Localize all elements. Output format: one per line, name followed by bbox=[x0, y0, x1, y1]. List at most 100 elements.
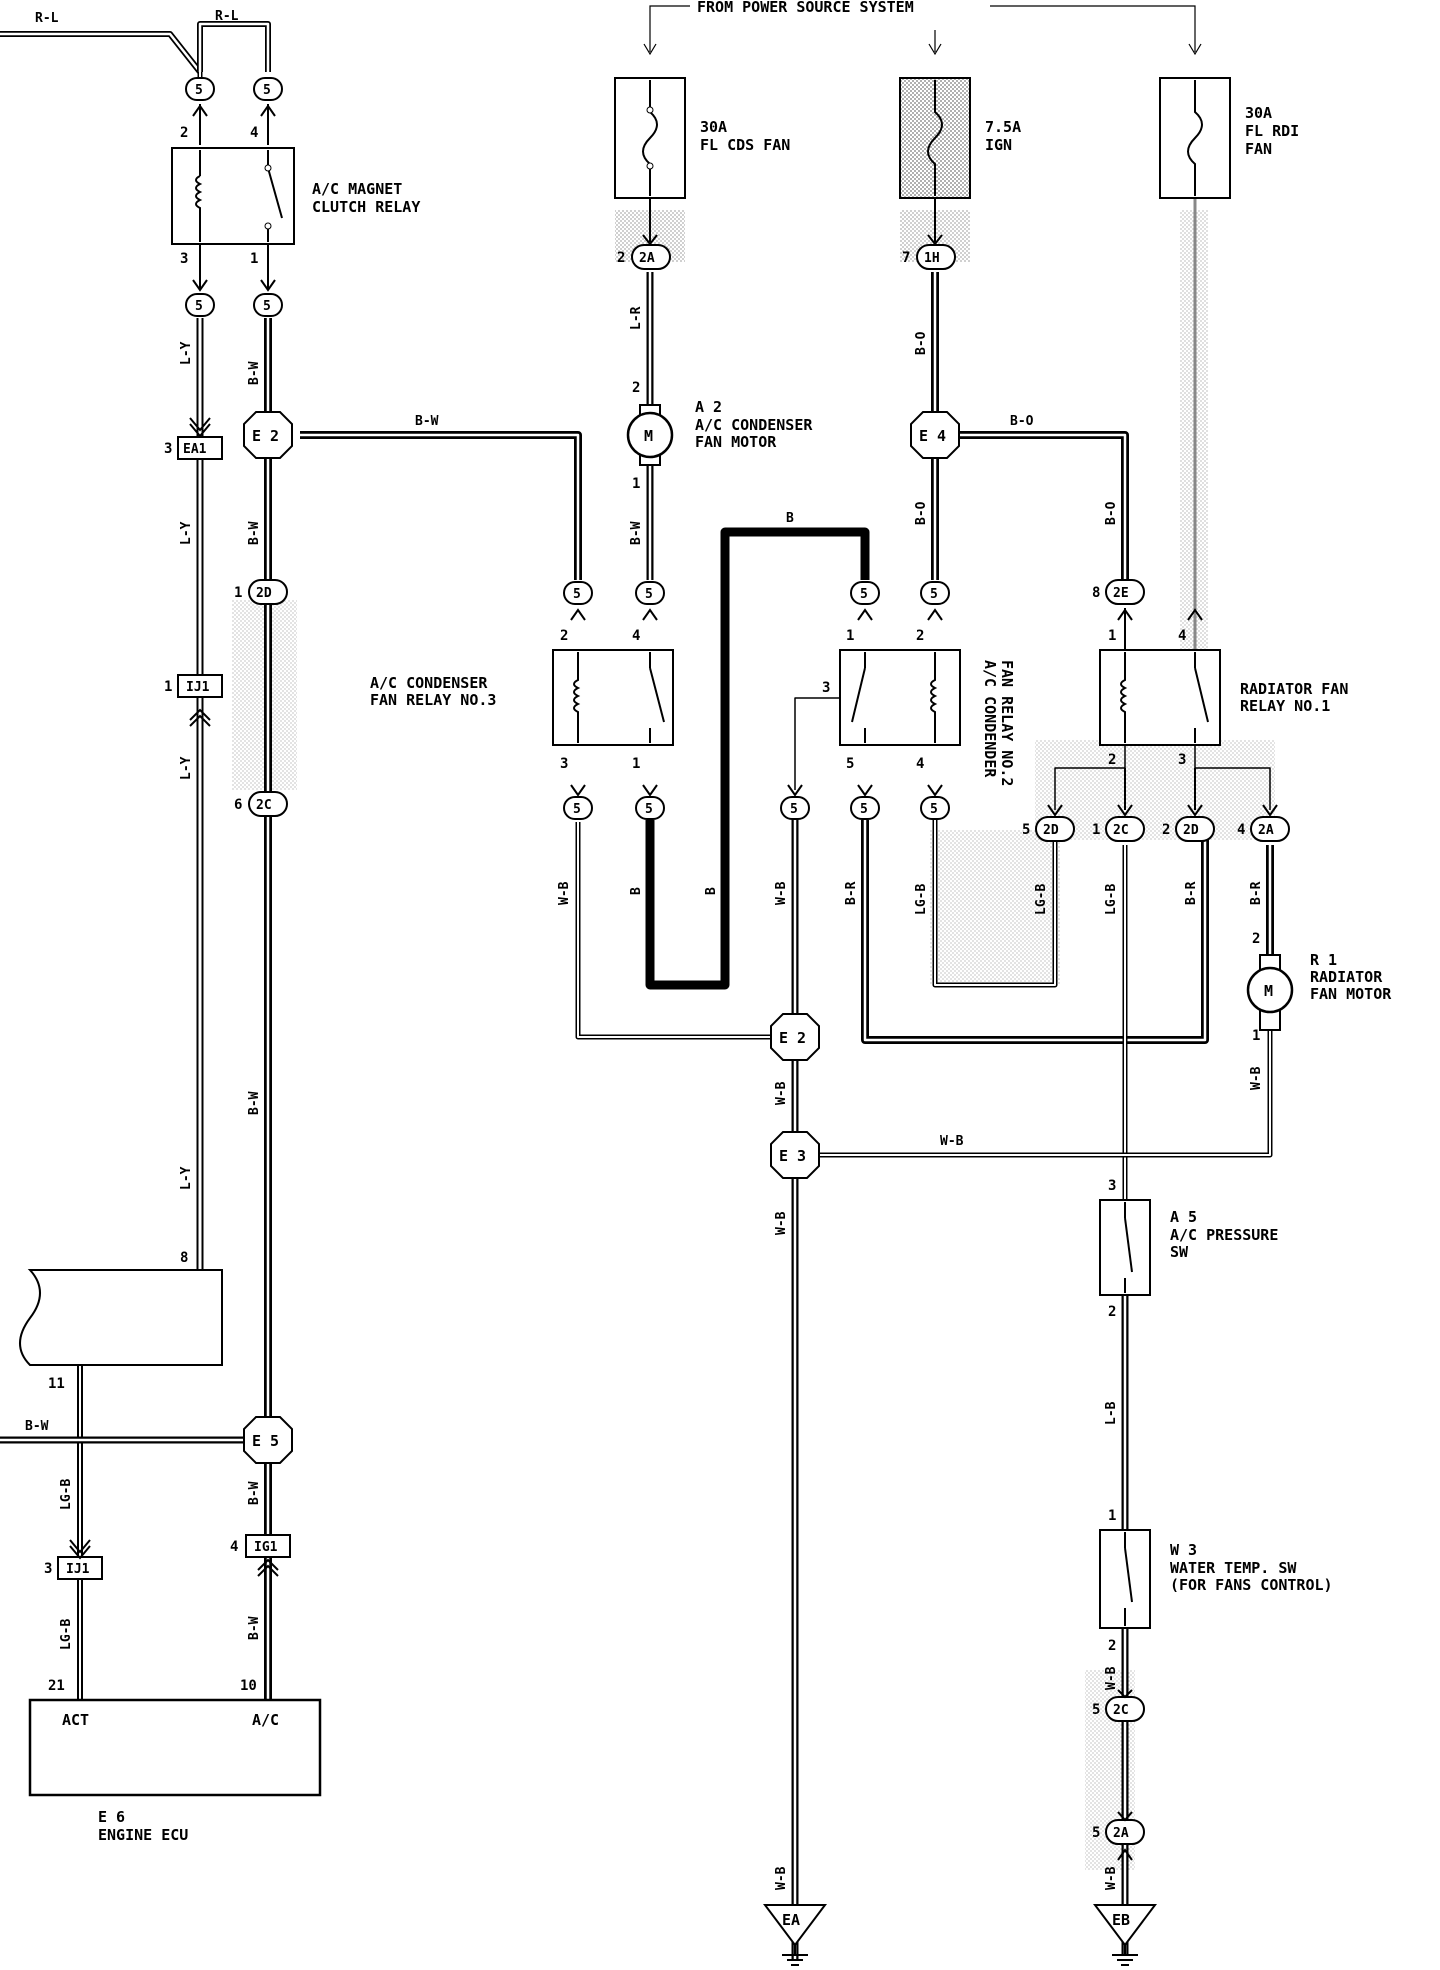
svg-text:B-W: B-W bbox=[25, 1419, 49, 1434]
svg-text:2E: 2E bbox=[1113, 586, 1129, 601]
connector-ij1: IJ1 bbox=[177, 674, 223, 698]
ecu-act: ACT bbox=[62, 1711, 89, 1729]
svg-text:E 5: E 5 bbox=[252, 1432, 279, 1450]
svg-text:W-B: W-B bbox=[774, 1081, 789, 1105]
connector-5: 5 bbox=[253, 77, 283, 101]
svg-text:B-R: B-R bbox=[844, 881, 859, 905]
junctions: E 2 E 4 E 5 E 2 E 3 bbox=[243, 411, 960, 1464]
svg-text:3: 3 bbox=[44, 1561, 52, 1577]
junction-e2-top: E 2 bbox=[243, 411, 293, 459]
svg-text:2: 2 bbox=[632, 380, 640, 396]
connector-2a: 2A bbox=[631, 244, 671, 270]
connector-5: 5 bbox=[850, 796, 880, 820]
svg-text:W-B: W-B bbox=[1249, 1066, 1264, 1090]
svg-text:1: 1 bbox=[1252, 1028, 1260, 1044]
connector-5: 5 bbox=[185, 77, 215, 101]
connector-2c: 2C bbox=[1105, 1696, 1145, 1722]
svg-text:E 3: E 3 bbox=[779, 1147, 806, 1165]
connectors: 5 5 5 5 5 5 5 5 5 5 5 5 5 2A 1H 2D 2C 2E… bbox=[57, 77, 1290, 1845]
connector-2e: 2E bbox=[1105, 579, 1145, 605]
svg-text:3: 3 bbox=[560, 756, 568, 772]
fuse-ign-name: IGN bbox=[985, 136, 1012, 154]
svg-text:W-B: W-B bbox=[1104, 1866, 1119, 1890]
svg-text:3: 3 bbox=[822, 680, 830, 696]
cond-motor-line2: FAN MOTOR bbox=[695, 433, 777, 451]
svg-text:2D: 2D bbox=[1043, 823, 1059, 838]
svg-text:B-O: B-O bbox=[1104, 501, 1119, 525]
connector-5: 5 bbox=[563, 581, 593, 605]
svg-text:3: 3 bbox=[1178, 752, 1186, 768]
svg-text:B-R: B-R bbox=[1184, 881, 1199, 905]
wire-labels: R-L R-L L-Y L-Y L-Y L-Y B-W B-W B-W B-W … bbox=[25, 9, 1264, 1890]
svg-text:EA: EA bbox=[782, 1911, 800, 1929]
svg-text:7: 7 bbox=[902, 250, 910, 266]
ecu-ac: A/C bbox=[252, 1711, 279, 1729]
svg-text:1: 1 bbox=[1108, 628, 1116, 644]
mag-relay-line2: CLUTCH RELAY bbox=[312, 198, 420, 216]
pin-numbers: 2 4 3 1 3 1 1 6 2 2 1 7 2 4 3 1 1 2 3 5 … bbox=[44, 125, 1260, 1841]
svg-text:5: 5 bbox=[573, 587, 581, 602]
pressure-sw-code: A 5 bbox=[1170, 1208, 1197, 1226]
fuse-cds-name: FL CDS FAN bbox=[700, 136, 790, 154]
svg-text:2: 2 bbox=[916, 628, 924, 644]
svg-text:5: 5 bbox=[846, 756, 854, 772]
svg-text:L-R: L-R bbox=[629, 306, 644, 330]
svg-text:3: 3 bbox=[164, 441, 172, 457]
wires bbox=[0, 21, 1274, 1960]
connector-5: 5 bbox=[635, 581, 665, 605]
svg-text:IJ1: IJ1 bbox=[66, 1562, 90, 1577]
svg-text:2: 2 bbox=[1252, 931, 1260, 947]
svg-text:5: 5 bbox=[1022, 822, 1030, 838]
ecu-code: E 6 bbox=[98, 1808, 125, 1826]
svg-text:5: 5 bbox=[930, 802, 938, 817]
fuse-cds-rating: 30A bbox=[700, 118, 727, 136]
cond-motor-code: A 2 bbox=[695, 398, 722, 416]
svg-text:8: 8 bbox=[1092, 585, 1100, 601]
svg-text:2: 2 bbox=[1108, 1304, 1116, 1320]
svg-text:L-Y: L-Y bbox=[179, 756, 194, 780]
water-sw-code: W 3 bbox=[1170, 1541, 1197, 1559]
svg-text:B-W: B-W bbox=[247, 1091, 262, 1115]
connector-2d: 2D bbox=[1035, 816, 1075, 842]
svg-text:W-B: W-B bbox=[557, 881, 572, 905]
svg-text:21: 21 bbox=[48, 1678, 65, 1694]
connector-2d: 2D bbox=[1175, 816, 1215, 842]
svg-text:B: B bbox=[704, 887, 719, 895]
junction-e5: E 5 bbox=[243, 1416, 293, 1464]
connector-2d: 2D bbox=[248, 579, 288, 605]
svg-text:5: 5 bbox=[1092, 1702, 1100, 1718]
svg-text:IG1: IG1 bbox=[254, 1540, 278, 1555]
svg-text:2: 2 bbox=[1162, 822, 1170, 838]
svg-text:W-B: W-B bbox=[940, 1134, 964, 1149]
svg-text:LG-B: LG-B bbox=[1104, 884, 1119, 915]
ground-ea: EA bbox=[763, 1904, 827, 1966]
svg-text:10: 10 bbox=[240, 1678, 257, 1694]
svg-text:5: 5 bbox=[195, 83, 203, 98]
connector-2a: 2A bbox=[1105, 1819, 1145, 1845]
connector-5: 5 bbox=[185, 293, 215, 317]
svg-text:1: 1 bbox=[632, 476, 640, 492]
svg-text:L-Y: L-Y bbox=[179, 341, 194, 365]
svg-text:5: 5 bbox=[790, 802, 798, 817]
svg-text:W-B: W-B bbox=[774, 1211, 789, 1235]
svg-text:5: 5 bbox=[645, 587, 653, 602]
pressure-sw-line1: A/C PRESSURE bbox=[1170, 1226, 1278, 1244]
fuse-rdi-fan: 30A FL RDI FAN bbox=[1159, 77, 1299, 199]
svg-text:E 2: E 2 bbox=[779, 1029, 806, 1047]
svg-text:1: 1 bbox=[234, 585, 242, 601]
svg-text:B-W: B-W bbox=[415, 414, 439, 429]
mag-clutch-relay: A/C MAGNET CLUTCH RELAY bbox=[171, 147, 420, 245]
rad-relay-line2: RELAY NO.1 bbox=[1240, 697, 1330, 715]
svg-text:1: 1 bbox=[164, 679, 172, 695]
rad-motor-code: R 1 bbox=[1310, 951, 1337, 969]
svg-text:IJ1: IJ1 bbox=[186, 680, 210, 695]
svg-text:1: 1 bbox=[632, 756, 640, 772]
svg-text:B-W: B-W bbox=[247, 361, 262, 385]
ac-pressure-switch: A 5 A/C PRESSURE SW bbox=[1099, 1199, 1278, 1296]
connector-5: 5 bbox=[253, 293, 283, 317]
svg-text:W-B: W-B bbox=[1104, 1666, 1119, 1690]
cond-motor-line1: A/C CONDENSER bbox=[695, 416, 813, 434]
radiator-fan-relay-1: RADIATOR FAN RELAY NO.1 bbox=[1099, 649, 1348, 746]
svg-text:W-B: W-B bbox=[774, 1866, 789, 1890]
water-sw-line2: (FOR FANS CONTROL) bbox=[1170, 1576, 1333, 1594]
